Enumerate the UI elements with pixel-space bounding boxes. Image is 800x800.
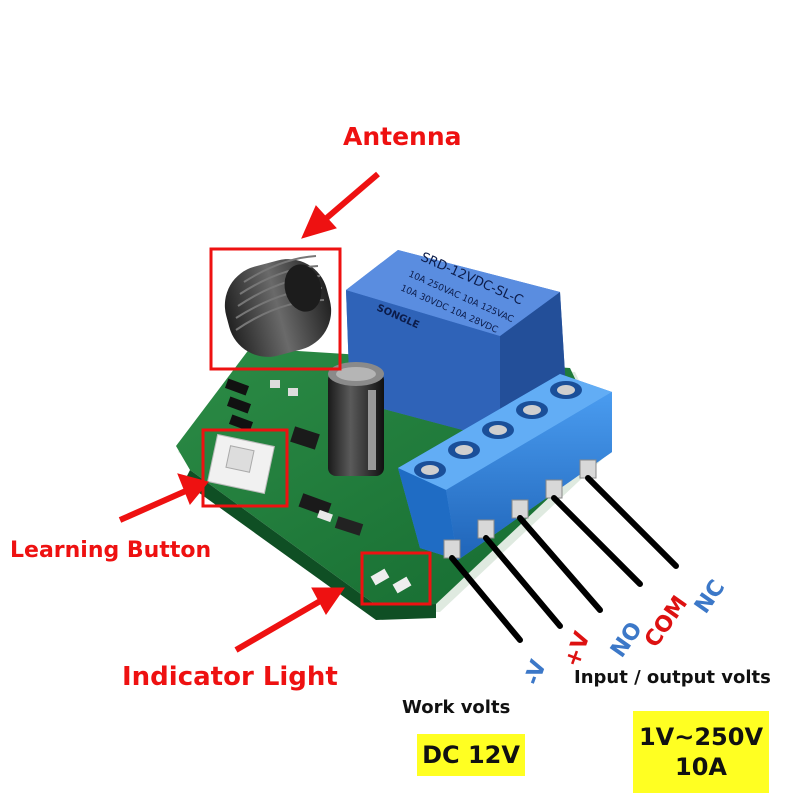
terminal-block bbox=[398, 374, 612, 560]
capacitor bbox=[328, 362, 384, 476]
work-volts-label: Work volts bbox=[402, 697, 511, 718]
indicator-highlight-box bbox=[360, 551, 432, 606]
learning-button-label: Learning Button bbox=[10, 538, 212, 563]
learning-button-part bbox=[207, 433, 275, 495]
learning-button-highlight-box bbox=[201, 428, 289, 508]
wires bbox=[449, 475, 679, 643]
smd-components bbox=[224, 378, 364, 536]
io-volts-value-line2: 10A bbox=[675, 753, 727, 781]
antenna-highlight-box bbox=[209, 247, 342, 371]
antenna-arrow bbox=[301, 171, 380, 239]
indicator-led-part bbox=[370, 568, 412, 594]
antenna-label: Antenna bbox=[343, 122, 462, 151]
indicator-light-label: Indicator Light bbox=[122, 662, 338, 692]
io-volts-label: Input / output volts bbox=[574, 667, 771, 688]
antenna-coil bbox=[224, 255, 332, 357]
callout-arrows bbox=[118, 171, 380, 653]
io-volts-value-box: 1V~250V 10A bbox=[633, 711, 769, 793]
io-volts-value-line1: 1V~250V bbox=[638, 723, 764, 751]
work-volts-value-box: DC 12V bbox=[417, 734, 525, 776]
work-volts-value: DC 12V bbox=[422, 741, 520, 769]
indicator-arrow bbox=[234, 587, 345, 653]
learning-button-arrow bbox=[118, 473, 209, 523]
callout-boxes bbox=[201, 247, 432, 606]
